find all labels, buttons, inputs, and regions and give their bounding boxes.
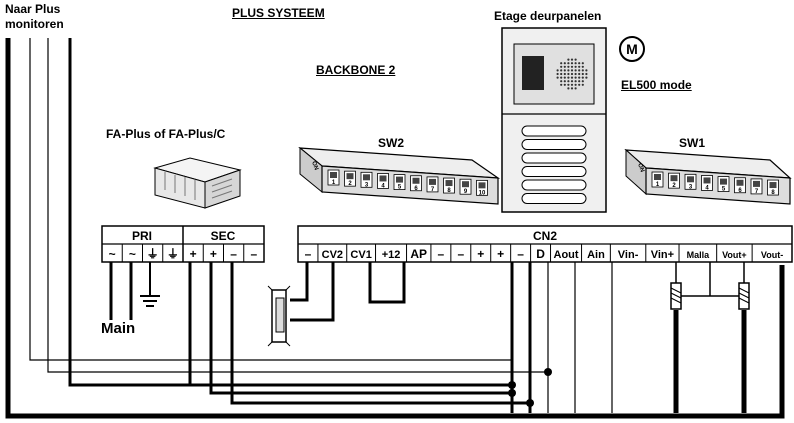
- cn2-terminal-8: +: [497, 247, 504, 261]
- pri-sec-terminal-6: –: [230, 247, 237, 261]
- naar-plus-label: Naar Plus: [5, 2, 61, 16]
- camera-lens: [522, 56, 544, 90]
- sw2-dip-switch[interactable]: 1 2 3 4 5 6 7 8 9 10 ON: [298, 146, 501, 205]
- sw2-number-8: 8: [447, 188, 451, 194]
- junction-dot: [508, 389, 516, 397]
- sw2-number-5: 5: [398, 185, 402, 191]
- cn2-terminal-13: Vin-: [618, 249, 639, 261]
- speaker-grille: [556, 58, 588, 90]
- panel-call-button-5[interactable]: [521, 179, 587, 191]
- monitor-line-2: [47, 38, 548, 373]
- sw1-number-3: 3: [689, 184, 693, 190]
- etage-label: Etage deurpanelen: [494, 9, 602, 23]
- sw1-number-1: 1: [656, 182, 660, 188]
- cn2-terminal-2: CV1: [350, 249, 371, 261]
- pri-header: PRI: [132, 229, 152, 243]
- monitor-line-1: [29, 38, 512, 361]
- cn2-terminal-9: –: [517, 247, 524, 261]
- sw2-number-4: 4: [381, 183, 385, 189]
- cn2-terminal-6: –: [457, 247, 464, 261]
- cn2-terminal-14: Vin+: [651, 249, 674, 261]
- ground-icon: [140, 262, 160, 307]
- pri-sec-terminal-2: ⏚: [147, 247, 159, 261]
- cn2-terminal-17: Vout-: [761, 250, 783, 260]
- sw2-number-10: 10: [479, 190, 486, 196]
- sw1-on-label: ON: [636, 163, 645, 174]
- sw2-number-9: 9: [464, 189, 468, 195]
- m-symbol-letter: M: [626, 41, 638, 57]
- pri-sec-terminal-3: ⏚: [167, 247, 179, 261]
- el500-mode-label: EL500 mode: [621, 78, 692, 92]
- panel-call-button-1[interactable]: [521, 125, 587, 137]
- sw1-number-2: 2: [672, 183, 676, 189]
- monitor-line-3: [68, 38, 512, 387]
- junction-dot: [508, 381, 516, 389]
- sw1-dip-switch[interactable]: 1 2 3 4 5 6 7 8 ON: [624, 148, 792, 205]
- panel-call-button-6[interactable]: [521, 193, 587, 204]
- junction-dot: [526, 399, 534, 407]
- pri-sec-terminal-1: ~: [129, 247, 136, 261]
- sw2-number-7: 7: [431, 187, 435, 193]
- sw1-number-4: 4: [705, 185, 709, 191]
- sw2-number-6: 6: [414, 186, 418, 192]
- door-panel: [501, 27, 607, 213]
- sw2-label: SW2: [378, 136, 405, 150]
- pri-sec-terminal-4: +: [190, 247, 197, 261]
- fa-plus-label: FA-Plus of FA-Plus/C: [106, 127, 226, 141]
- cv1-bridge: [368, 262, 406, 304]
- cn2-terminal-16: Vout+: [722, 250, 747, 260]
- sw2-number-1: 1: [332, 180, 336, 186]
- door-strike-icon: [267, 285, 291, 347]
- pri-sec-terminal-block: PRI SEC ~~⏚⏚++––: [101, 225, 265, 263]
- cn2-terminal-1: CV2: [322, 249, 343, 261]
- cn2-terminal-5: –: [438, 247, 445, 261]
- cn2-terminal-10: D: [536, 247, 545, 261]
- pri-sec-terminal-0: ~: [109, 247, 116, 261]
- psu-wire-minus: [230, 262, 530, 405]
- junction-dot: [544, 368, 552, 376]
- cn2-terminal-15: Malla: [687, 250, 711, 260]
- fa-plus-power-supply: [153, 157, 242, 209]
- cn2-wire-malla: [676, 262, 744, 297]
- cn2-terminal-3: +12: [382, 249, 401, 261]
- sw1-number-8: 8: [771, 190, 775, 196]
- plus-systeem-title: PLUS SYSTEEM: [232, 6, 325, 20]
- sw1-number-7: 7: [755, 189, 759, 195]
- strike-wire-cv2: [290, 262, 335, 322]
- cn2-terminal-7: +: [477, 247, 484, 261]
- panel-call-button-4[interactable]: [521, 166, 587, 177]
- backbone-label: BACKBONE 2: [316, 63, 396, 77]
- pri-sec-terminal-5: +: [210, 247, 217, 261]
- sw2-number-2: 2: [348, 181, 352, 187]
- cn2-header: CN2: [533, 229, 557, 243]
- main-label: Main: [101, 320, 136, 337]
- sec-header: SEC: [211, 229, 236, 243]
- pri-sec-terminal-7: –: [251, 247, 258, 261]
- cn2-terminal-12: Ain: [587, 249, 605, 261]
- m-symbol-icon: [619, 36, 645, 62]
- strike-wire-minus: [290, 262, 309, 302]
- psu-wire-plus2: [209, 262, 512, 395]
- sw1-number-5: 5: [722, 187, 726, 193]
- sw2-on-label: ON: [310, 161, 319, 172]
- cn2-terminal-4: AP: [410, 247, 427, 261]
- panel-call-button-3[interactable]: [521, 152, 587, 164]
- sw2-number-3: 3: [365, 182, 369, 188]
- cn2-terminal-11: Aout: [554, 249, 579, 261]
- sw1-number-6: 6: [738, 188, 742, 194]
- cn2-terminal-0: –: [305, 247, 312, 261]
- sw1-label: SW1: [679, 136, 706, 150]
- monitoren-label: monitoren: [5, 17, 64, 31]
- panel-call-button-2[interactable]: [521, 139, 587, 150]
